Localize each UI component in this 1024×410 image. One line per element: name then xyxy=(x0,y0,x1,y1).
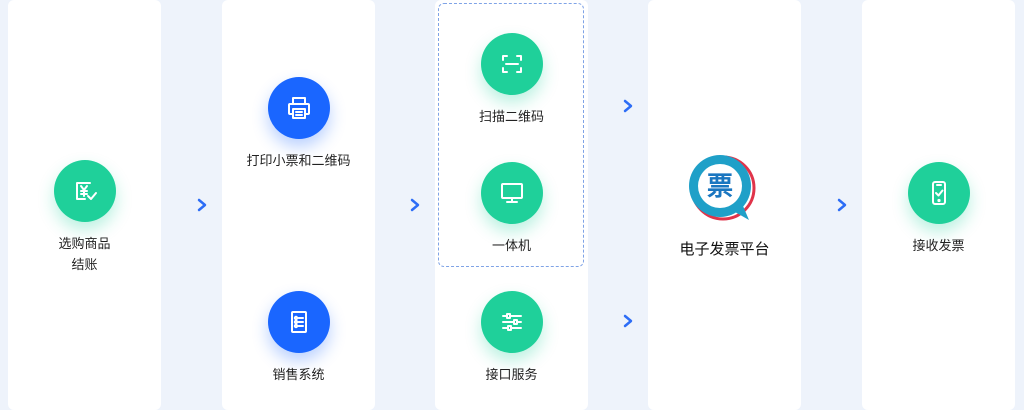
flow-arrow-4 xyxy=(604,314,634,328)
step-sales-system: 销售系统 xyxy=(222,291,375,386)
step-print-receipt: 打印小票和二维码 xyxy=(222,77,375,172)
flow-arrow-2 xyxy=(391,198,421,212)
step-label: 结账 xyxy=(71,258,98,273)
phone-check-icon xyxy=(907,162,970,224)
card-sales: 打印小票和二维码 销售系统 xyxy=(222,0,375,410)
card-receive: 接收发票 xyxy=(862,0,1015,410)
scan-icon xyxy=(480,33,543,95)
flow-arrow-3 xyxy=(604,99,634,113)
step-api-service: 接口服务 xyxy=(435,291,588,386)
document-list-icon xyxy=(267,291,330,353)
step-label: 销售系统 xyxy=(272,368,325,383)
sliders-icon xyxy=(480,291,543,353)
step-select-checkout: 选购商品 结账 xyxy=(8,160,161,276)
step-label: 一体机 xyxy=(491,239,531,254)
card-platform: 票 电子发票平台 xyxy=(648,0,801,410)
step-label: 接收发票 xyxy=(912,239,965,254)
card-channels: 扫描二维码 一体机 接口服务 xyxy=(435,0,588,410)
step-scan-qr: 扫描二维码 xyxy=(435,33,588,128)
card-checkout: 选购商品 结账 xyxy=(8,0,161,410)
step-all-in-one: 一体机 xyxy=(435,162,588,257)
step-label: 扫描二维码 xyxy=(478,110,544,125)
platform-label: 电子发票平台 xyxy=(679,240,770,258)
invoice-platform-logo: 票 xyxy=(683,150,763,230)
yuan-check-icon xyxy=(53,160,116,222)
step-label: 接口服务 xyxy=(485,368,538,383)
terminal-group-frame xyxy=(438,3,584,267)
step-label: 打印小票和二维码 xyxy=(246,154,351,169)
monitor-icon xyxy=(480,162,543,224)
logo-char: 票 xyxy=(707,172,733,202)
flow-arrow-1 xyxy=(178,198,208,212)
printer-icon xyxy=(267,77,330,139)
step-label: 选购商品 xyxy=(58,237,111,252)
step-receive-invoice: 接收发票 xyxy=(862,162,1015,257)
flow-arrow-5 xyxy=(818,198,848,212)
